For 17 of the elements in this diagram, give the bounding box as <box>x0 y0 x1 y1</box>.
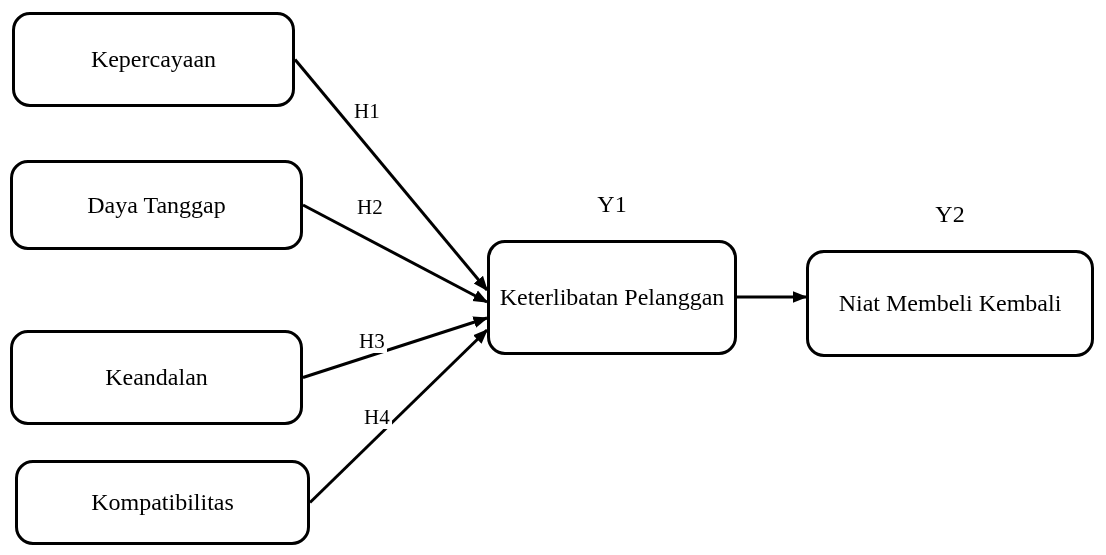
concept-label: Daya Tanggap <box>87 190 226 220</box>
concept-box <box>12 12 295 107</box>
arrow <box>302 203 489 304</box>
concept-box <box>15 460 310 545</box>
concept-label: Kompatibilitas <box>91 488 234 518</box>
variable-label: Y2 <box>934 201 966 228</box>
arrow <box>737 291 808 303</box>
variable-label: Y1 <box>596 191 628 218</box>
arrow <box>302 316 489 379</box>
concept-label: Kepercayaan <box>90 45 217 75</box>
concept-box <box>10 330 303 425</box>
concept-label: Keandalan <box>105 363 208 393</box>
concept-label: Keterlibatan Pelanggan <box>499 283 725 313</box>
concept-box <box>10 160 303 250</box>
concept-label: Niat Membeli Kembali <box>838 289 1062 319</box>
arrow <box>308 328 489 504</box>
arrow <box>293 58 489 292</box>
